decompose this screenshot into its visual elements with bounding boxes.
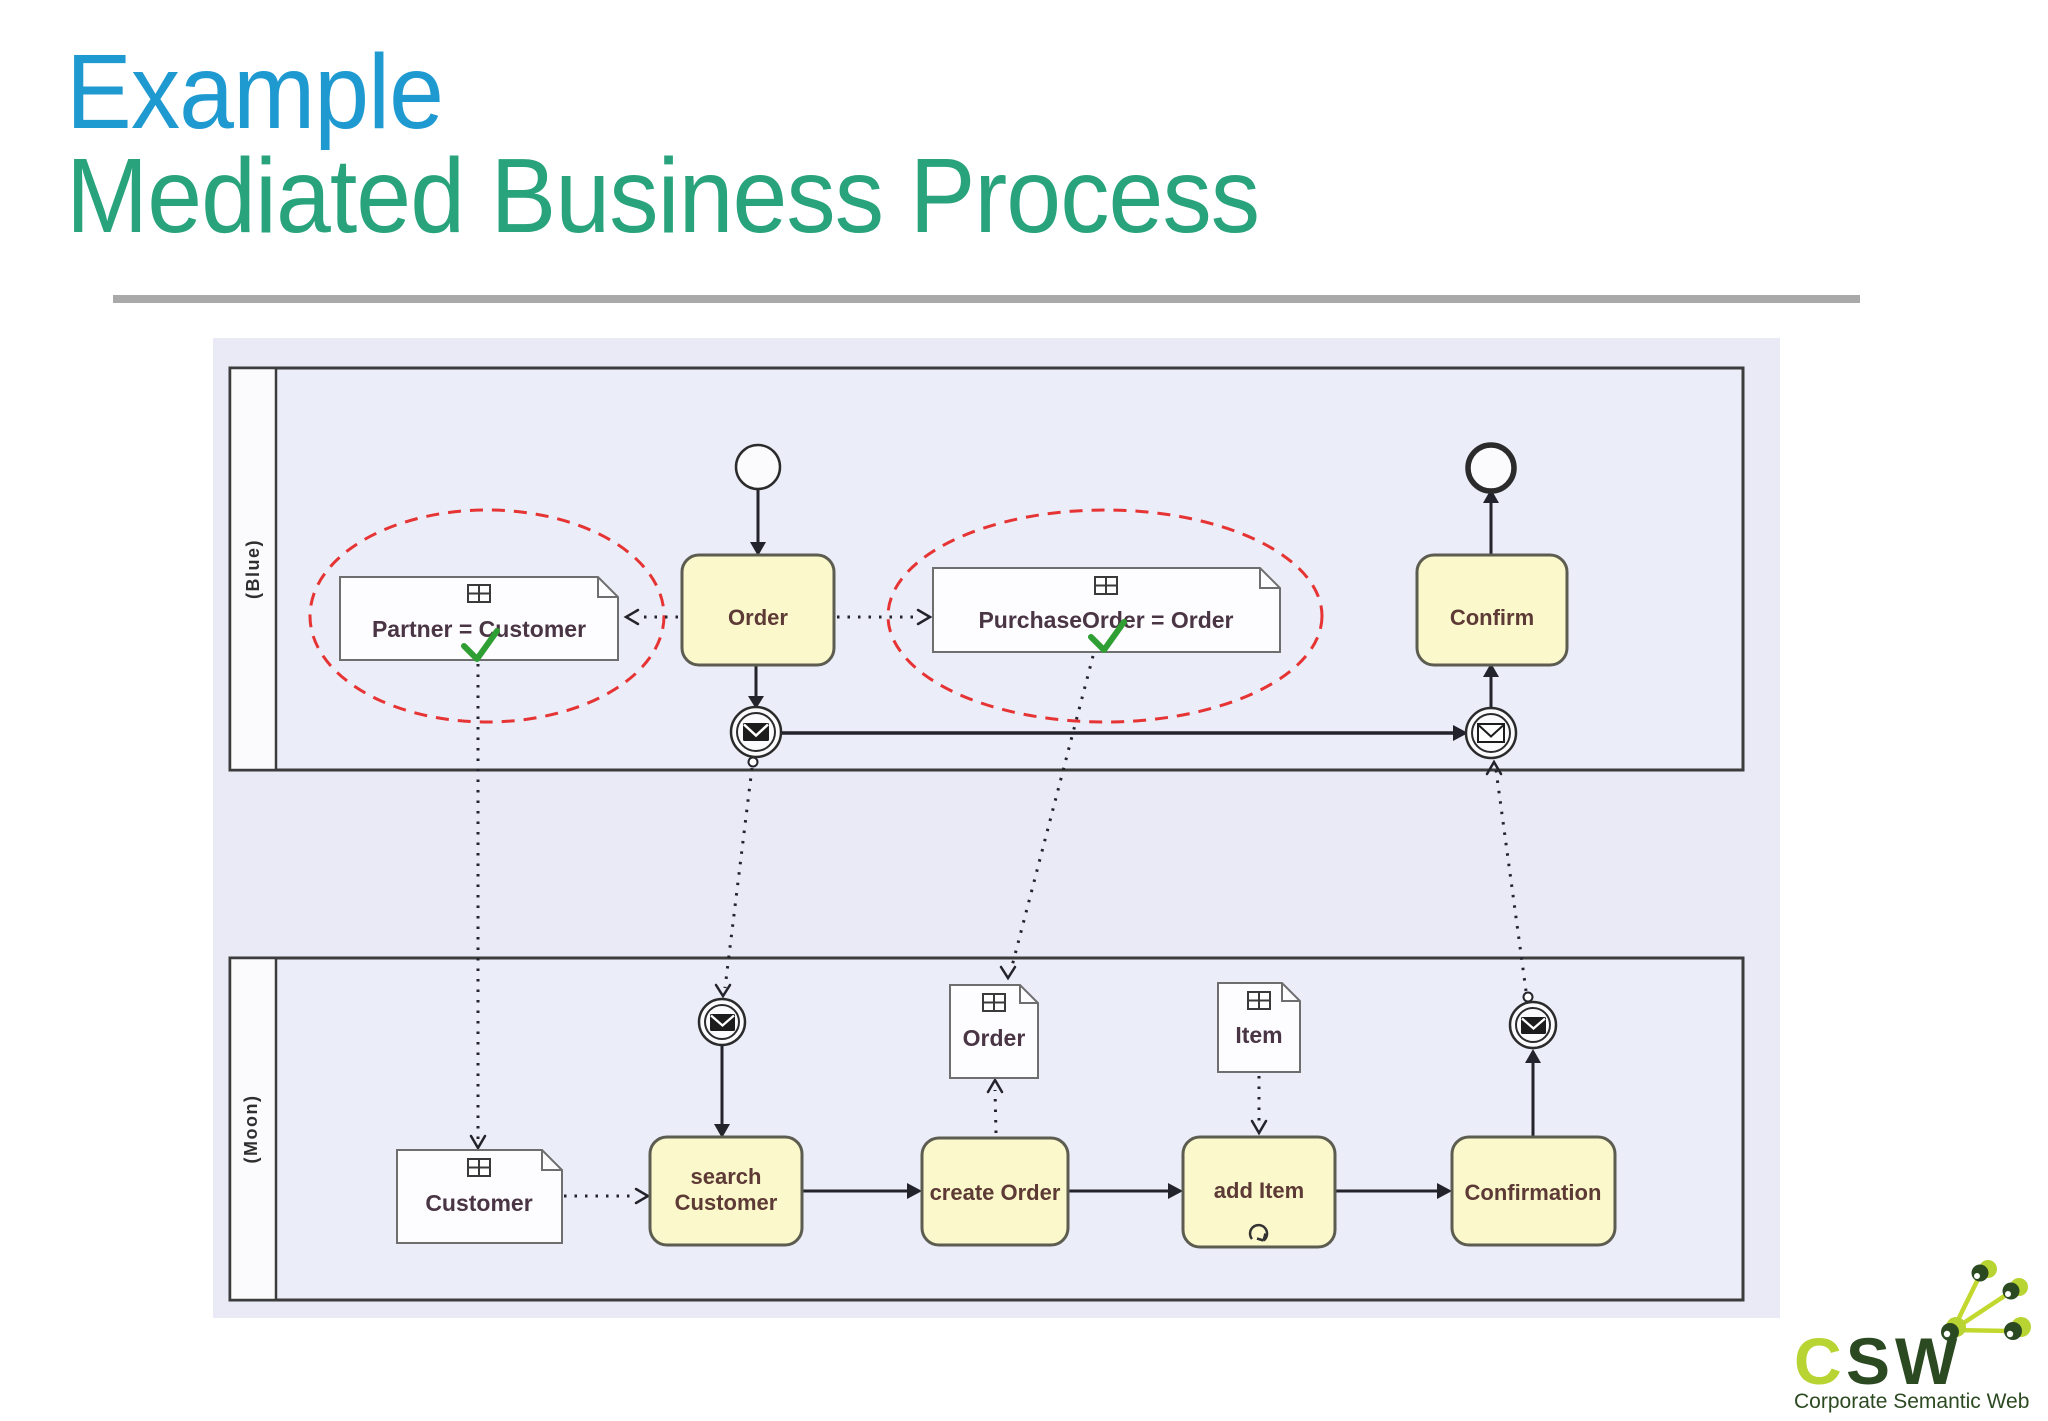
data-object-item: Item (1217, 982, 1301, 1073)
end-event (1465, 442, 1517, 494)
data-object-partner-customer: Partner = Customer (339, 576, 619, 662)
envelope-filled-icon (710, 1014, 735, 1031)
flow-order-to-message-throw (748, 665, 764, 709)
loop-marker-icon (1248, 1223, 1269, 1242)
envelope-outline-icon (1477, 723, 1505, 743)
green-checkmark-icon (1088, 619, 1127, 653)
envelope-filled-icon (743, 723, 769, 741)
flow-search-to-create (802, 1183, 922, 1199)
data-object-grid-icon (467, 1158, 491, 1177)
pool-blue-label: (Blue) (243, 539, 263, 599)
data-object-customer-label: Customer (425, 1190, 532, 1216)
flow-confirm-to-end (1483, 489, 1499, 555)
flow-add-to-confirmation (1335, 1183, 1452, 1199)
data-object-item-label: Item (1235, 1022, 1282, 1048)
task-confirmation-label: Confirmation (1465, 1180, 1602, 1205)
title-divider (113, 295, 1860, 303)
assoc-purchaseorder-to-order-data (999, 655, 1095, 981)
page-subtitle: Mediated Business Process (66, 137, 1260, 255)
csw-logo: C SW Corporate Semantic Web (1790, 1238, 2048, 1416)
flow-catch-to-confirm (1483, 663, 1499, 708)
flow-confirmation-to-message-throw (1525, 1049, 1541, 1137)
assoc-order-to-purchaseorder (837, 608, 933, 626)
csw-logo-network-icon (1941, 1260, 2031, 1341)
data-object-grid-icon (982, 993, 1006, 1012)
task-confirm: Confirm (1415, 553, 1569, 667)
task-order-label: Order (728, 605, 788, 630)
message-flow-blue-to-moon (714, 756, 759, 999)
message-catch-event-blue (1464, 706, 1518, 760)
envelope-filled-icon (1521, 1017, 1546, 1034)
task-create-order: create Order (920, 1136, 1070, 1247)
assoc-item-to-add (1250, 1076, 1268, 1136)
data-object-grid-icon (467, 584, 491, 603)
data-object-grid-icon (1094, 576, 1118, 595)
association-flows (469, 608, 1534, 1205)
csw-logo-letters-sw: SW (1846, 1324, 1962, 1398)
data-object-purchase-order-label: PurchaseOrder = Order (978, 607, 1233, 633)
task-search-customer-label-line2: Customer (675, 1190, 778, 1215)
assoc-partner-to-customer (469, 664, 487, 1151)
data-object-customer: Customer (396, 1149, 563, 1244)
slide-title-block: Example Mediated Business Process (66, 33, 1260, 255)
data-object-grid-icon (1247, 991, 1271, 1010)
green-checkmark-icon (461, 628, 500, 662)
assoc-create-to-order-data (986, 1077, 1004, 1134)
pool-moon-label-band (228, 956, 278, 1302)
message-throw-event-moon (1508, 1000, 1558, 1050)
message-flow-moon-to-blue (1485, 759, 1534, 1003)
data-object-order: Order (949, 984, 1039, 1079)
pool-moon-label: (Moon) (241, 1095, 261, 1164)
flow-throw-to-catch (781, 725, 1468, 741)
task-add-item: add Item (1181, 1135, 1337, 1249)
flow-create-to-add (1068, 1183, 1183, 1199)
flow-start-to-order (750, 489, 766, 556)
task-add-item-label: add Item (1214, 1178, 1304, 1203)
data-object-purchase-order: PurchaseOrder = Order (932, 567, 1281, 653)
task-search-customer-label-line1: search (691, 1164, 762, 1189)
data-object-partner-customer-label: Partner = Customer (372, 616, 586, 642)
assoc-customer-to-search (564, 1187, 651, 1205)
start-event (734, 443, 782, 491)
task-order: Order (680, 553, 836, 667)
message-catch-event-moon (697, 997, 747, 1047)
task-create-order-label: create Order (930, 1180, 1061, 1205)
pool-blue-label-band (228, 366, 278, 772)
message-throw-event-blue (729, 705, 783, 759)
task-search-customer: search Customer (648, 1135, 804, 1247)
csw-logo-letter-c: C (1794, 1324, 1847, 1398)
task-confirm-label: Confirm (1450, 605, 1534, 630)
page-title: Example (66, 33, 444, 151)
flow-message-to-search-customer (714, 1045, 730, 1138)
assoc-order-to-partner (623, 608, 678, 626)
sequence-flows (714, 489, 1541, 1199)
task-confirmation: Confirmation (1450, 1135, 1617, 1247)
csw-logo-subtitle: Corporate Semantic Web (1794, 1390, 2029, 1413)
mediation-highlight-right (886, 508, 1324, 724)
mediation-highlight-left (308, 508, 666, 724)
data-object-order-label: Order (963, 1025, 1026, 1051)
